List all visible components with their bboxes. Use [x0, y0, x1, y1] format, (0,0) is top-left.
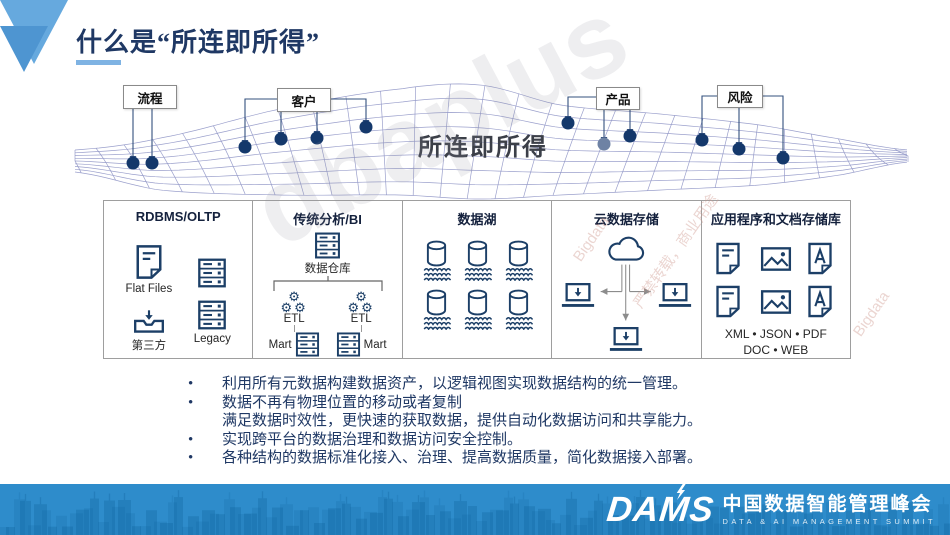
- waves-icon: [463, 267, 492, 281]
- panel-cloud-storage: 云数据存储: [552, 201, 702, 358]
- mesh-label-process: 流程: [123, 85, 177, 109]
- database-cylinder-icon: [425, 289, 448, 316]
- cloud-icon: [604, 234, 648, 264]
- cloud-distribution-connectors: [600, 264, 651, 321]
- bullet-text: 各种结构的数据标准化接入、治理、提高数据质量，简化数据接入部署。: [222, 450, 703, 466]
- bullet-marker: [188, 394, 193, 413]
- mart-server-icon: [295, 332, 320, 357]
- bullet-text: 实现跨平台的数据治理和数据访问安全控制。: [222, 431, 523, 448]
- mart-label: Mart: [363, 338, 387, 351]
- watermark-diagonal: Bigdata: [850, 288, 894, 340]
- etl-gears-icon: ⚙⚙⚙: [280, 289, 308, 315]
- panel-title: 传统分析/BI: [293, 212, 362, 227]
- mesh-center-title: 所连即所得: [418, 134, 548, 161]
- bullet-text: 利用所有元数据构建数据资产，以逻辑视图实现数据结构的统一管理。: [222, 376, 688, 392]
- lake-store-item: [422, 240, 451, 281]
- waves-icon: [504, 267, 533, 281]
- legacy-server-icon: [197, 300, 227, 330]
- data-warehouse-server-icon: [314, 232, 341, 259]
- footer-summit-subtitle: DATA & AI MANAGEMENT SUMMIT: [722, 516, 936, 526]
- bullet-marker: [188, 431, 193, 450]
- bullet-continuation: 满足数据时效性，更快速的获取数据，提供自动化数据访问和共享能力。: [222, 413, 703, 429]
- bullet-marker: [188, 449, 193, 468]
- formats-line-2: DOC • WEB: [743, 343, 809, 357]
- legacy-label: Legacy: [193, 333, 231, 345]
- document-icon: [714, 285, 742, 318]
- database-cylinder-icon: [507, 289, 530, 316]
- mesh-label-product: 产品: [596, 87, 640, 110]
- panel-title: RDBMS/OLTP: [135, 209, 221, 224]
- panel-title: 云数据存储: [593, 212, 659, 227]
- mesh-label-process-text: 流程: [137, 91, 163, 106]
- bullet-marker: [188, 375, 193, 394]
- panel-app-doc-repos: 应用程序和文档存储库 XML • JSON • PDF DOC • WEB: [702, 201, 850, 358]
- formats-line-1: XML • JSON • PDF: [724, 327, 827, 341]
- server-icon: [197, 258, 227, 288]
- source-panels: RDBMS/OLTP Flat Files 第三方 Legacy 传统分析/BI: [103, 200, 851, 359]
- etl-label: ETL: [283, 313, 305, 325]
- flat-file-icon: [134, 244, 164, 280]
- connector-stub: [293, 325, 295, 332]
- waves-icon: [504, 316, 533, 330]
- page-title: 什么是“所连即所得”: [76, 28, 321, 57]
- panel-title: 数据湖: [457, 212, 497, 227]
- panel-rdbms-oltp: RDBMS/OLTP Flat Files 第三方 Legacy: [104, 201, 254, 358]
- mart-label: Mart: [268, 338, 292, 351]
- etl-label: ETL: [350, 313, 372, 325]
- lake-store-item: [422, 289, 451, 330]
- database-cylinder-icon: [507, 240, 530, 267]
- panel-traditional-bi: 传统分析/BI 数据仓库 ⚙⚙⚙ ETL Mart: [253, 201, 403, 358]
- laptop-download-icon: [560, 282, 596, 309]
- connector-stub: [360, 325, 362, 332]
- lake-store-item: [463, 240, 492, 281]
- panel-title: 应用程序和文档存储库: [710, 212, 841, 227]
- database-cylinder-icon: [466, 289, 489, 316]
- document-icon: [714, 242, 742, 275]
- mesh-label-customer-text: 客户: [291, 94, 317, 109]
- title-underline: [76, 60, 121, 65]
- dams-logo-text: DAMS: [605, 490, 717, 529]
- mesh-label-product-text: 产品: [605, 93, 631, 107]
- laptop-download-icon: [657, 282, 693, 309]
- third-party-label: 第三方: [131, 340, 167, 352]
- laptop-download-icon: [608, 326, 644, 353]
- footer-brand: DAMS 中国数据智能管理峰会 DATA & AI MANAGEMENT SUM…: [605, 484, 936, 535]
- text-document-icon: [806, 285, 834, 318]
- bullet-item: 实现跨平台的数据治理和数据访问安全控制。: [182, 431, 782, 450]
- bullet-list: 利用所有元数据构建数据资产，以逻辑视图实现数据结构的统一管理。 数据不再有物理位…: [182, 375, 782, 468]
- warehouse-branch-connector: [273, 276, 383, 291]
- city-skyline-decoration: [0, 490, 950, 535]
- database-cylinder-icon: [466, 240, 489, 267]
- lake-store-item: [463, 289, 492, 330]
- mart-server-icon: [336, 332, 361, 357]
- waves-icon: [463, 316, 492, 330]
- mesh-label-risk-text: 风险: [727, 91, 753, 105]
- third-party-tray-icon: [132, 309, 166, 335]
- bullet-item: 数据不再有物理位置的移动或者复制: [182, 394, 782, 413]
- bullet-text: 数据不再有物理位置的移动或者复制: [222, 394, 463, 411]
- mesh-label-risk: 风险: [717, 85, 763, 108]
- lake-store-item: [504, 289, 533, 330]
- panel-data-lake: 数据湖: [403, 201, 553, 358]
- etl-gears-icon: ⚙⚙⚙: [347, 289, 375, 315]
- bullet-item: 各种结构的数据标准化接入、治理、提高数据质量，简化数据接入部署。: [182, 449, 782, 468]
- corner-triangles-decoration: [0, 0, 68, 72]
- footer-band: DAMS 中国数据智能管理峰会 DATA & AI MANAGEMENT SUM…: [0, 484, 950, 535]
- dams-logo: DAMS: [605, 484, 717, 529]
- mesh-label-customer: 客户: [277, 88, 331, 112]
- lake-store-item: [504, 240, 533, 281]
- waves-icon: [422, 267, 451, 281]
- data-warehouse-label: 数据仓库: [304, 263, 351, 275]
- bullet-item: 利用所有元数据构建数据资产，以逻辑视图实现数据结构的统一管理。: [182, 375, 782, 394]
- image-icon: [760, 289, 792, 315]
- text-document-icon: [806, 242, 834, 275]
- database-cylinder-icon: [425, 240, 448, 267]
- image-icon: [760, 246, 792, 272]
- waves-icon: [422, 316, 451, 330]
- flat-files-label: Flat Files: [125, 283, 173, 295]
- footer-summit-title: 中国数据智能管理峰会: [722, 493, 933, 515]
- lightning-bolt-icon: [677, 484, 687, 500]
